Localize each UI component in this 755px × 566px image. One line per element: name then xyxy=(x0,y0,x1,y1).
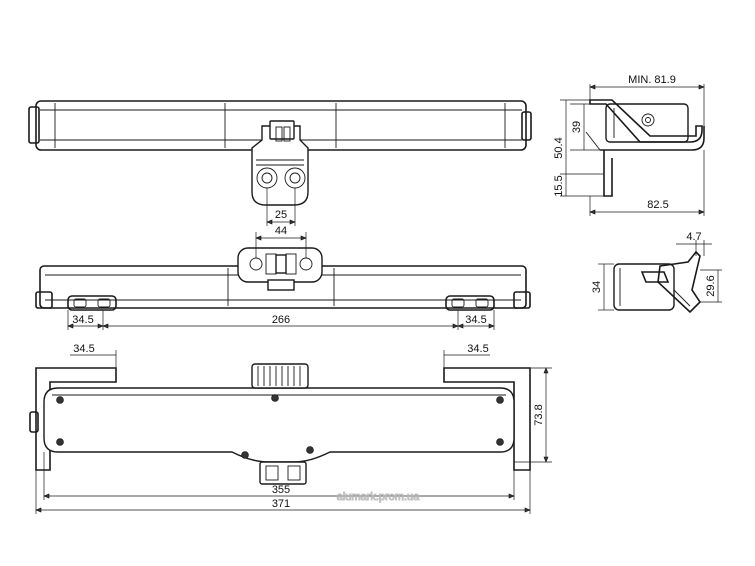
front-view: 44 34.5 266 34.5 xyxy=(35,225,531,330)
dim-355: 355 xyxy=(272,484,290,496)
top-view: 25 xyxy=(28,100,532,226)
dim-34-5-right: 34.5 xyxy=(465,314,486,326)
side-view-top: MIN. 81.9 39 50.4 15.5 82.5 xyxy=(553,74,705,216)
dim-15-5: 15.5 xyxy=(553,175,565,196)
dim-34-5-bottom-right: 34.5 xyxy=(467,343,488,355)
dim-39: 39 xyxy=(571,121,583,133)
dim-371: 371 xyxy=(272,498,290,510)
side-view-bottom: 4.7 34 29.6 xyxy=(591,231,722,314)
dim-266: 266 xyxy=(272,314,290,326)
dim-82-5: 82.5 xyxy=(647,199,668,211)
dim-44: 44 xyxy=(275,225,287,237)
dim-29-6: 29.6 xyxy=(705,275,717,296)
dim-min-81-9: MIN. 81.9 xyxy=(628,74,676,86)
dim-4-7: 4.7 xyxy=(686,231,701,243)
watermark-text: alumark.prom.ua xyxy=(337,491,420,503)
dim-73-8: 73.8 xyxy=(533,404,545,425)
dim-34: 34 xyxy=(591,281,603,293)
dim-50-4: 50.4 xyxy=(553,137,565,158)
bottom-view: 34.5 34.5 73.8 355 371 xyxy=(29,343,552,514)
dim-34-5-left: 34.5 xyxy=(72,314,93,326)
dim-25: 25 xyxy=(275,209,287,221)
dim-34-5-bottom-left: 34.5 xyxy=(73,343,94,355)
